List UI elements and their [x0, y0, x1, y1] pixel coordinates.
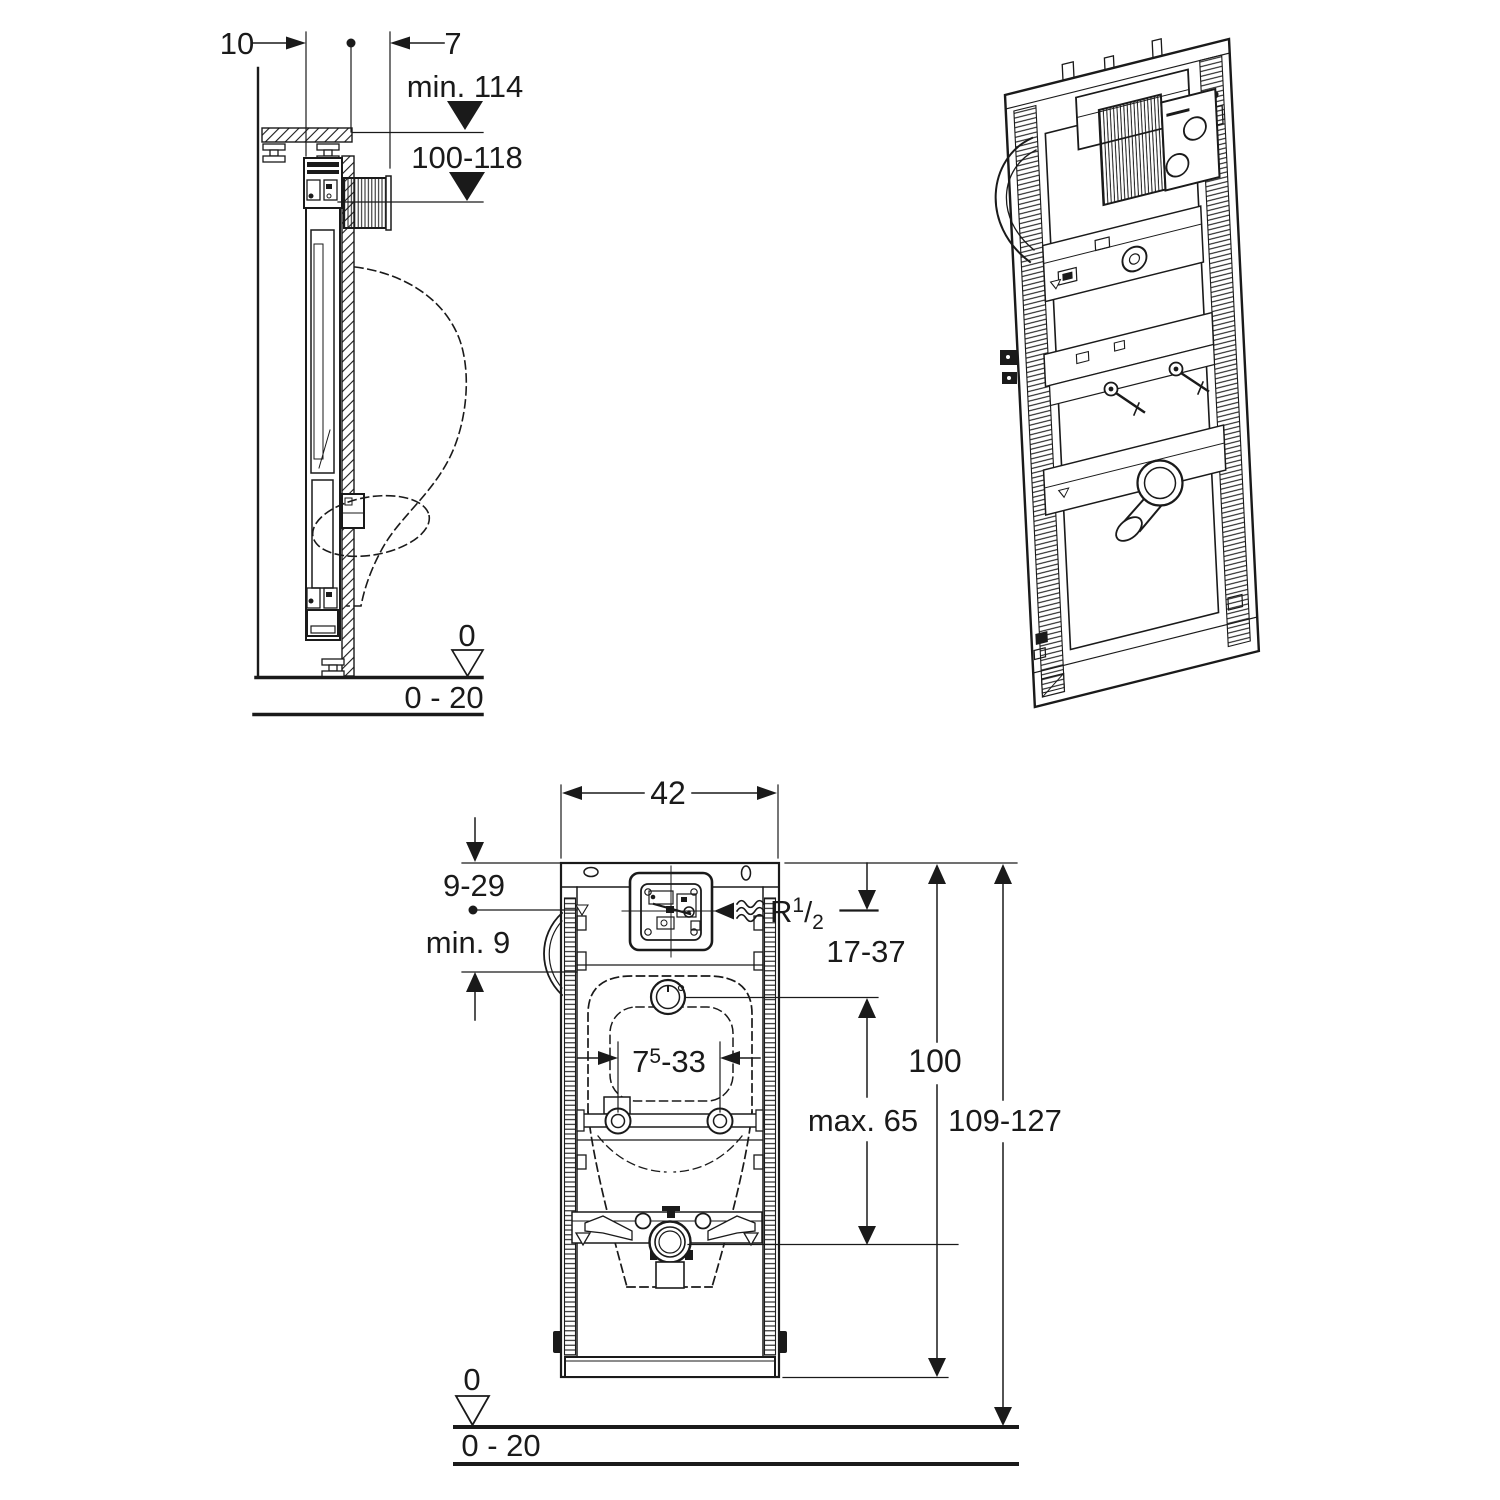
fixing-span-superscript: 5	[649, 1045, 661, 1068]
side-dimensions: 10 7 min. 114 100-118 0 0 - 20	[220, 26, 524, 715]
supply-conduit-arc	[543, 911, 564, 997]
outlet-assembly	[571, 1206, 763, 1289]
floor-zero-label: 0	[458, 618, 475, 653]
dim-outlet-max-label: max. 65	[808, 1103, 918, 1138]
supply-thread-label: R1/2	[770, 894, 824, 934]
dim-total-height-label: 109-127	[948, 1103, 1062, 1138]
floor-lines-side	[252, 675, 484, 717]
floor-tolerance-label: 0 - 20	[461, 1428, 540, 1463]
fixing-span-base: 7	[632, 1044, 649, 1079]
outlet-crossrail	[1042, 424, 1227, 516]
flush-pipe-section	[343, 175, 392, 231]
isometric-view	[994, 37, 1261, 709]
stud-crossrail	[1043, 311, 1216, 407]
supply-annotation: R1/2	[714, 894, 879, 934]
wall-section	[256, 66, 355, 679]
dim-pipe-protrusion-label: 7	[444, 26, 461, 61]
wavy-break-symbol	[735, 899, 766, 909]
level-arrow	[449, 172, 485, 201]
fixing-span-rest: -33	[661, 1044, 706, 1079]
front-dimensions: 42 9-29 min. 9 75-33 17-37	[426, 775, 1062, 1426]
dim-top-to-supply-label: 9-29	[443, 868, 505, 903]
supply-connector	[649, 978, 879, 1016]
floor-level-marker	[454, 1395, 491, 1427]
upper-crossrail	[1041, 205, 1205, 303]
dim-frame-height-label: 100	[908, 1043, 961, 1079]
iso-frame	[1003, 37, 1261, 709]
left-post-clips	[1000, 350, 1018, 384]
thread-slash: /	[804, 897, 813, 929]
dim-supply-min-label: min. 9	[426, 925, 510, 960]
dim-flush-pipe-height-label: 100-118	[411, 140, 522, 175]
dim-wall-offset-label: 10	[220, 26, 254, 61]
mounting-rail	[576, 1096, 764, 1141]
thread-prefix: R	[770, 894, 792, 929]
thread-numerator: 1	[792, 894, 804, 917]
dim-width-label: 42	[650, 775, 686, 811]
arrowhead-left	[390, 36, 410, 50]
arrowhead-left	[714, 902, 734, 920]
frame-section	[303, 157, 365, 641]
side-view: 10 7 min. 114 100-118 0 0 - 20	[220, 26, 524, 717]
dim-min-height-label: min. 114	[407, 69, 524, 104]
flush-valve-box	[1075, 68, 1221, 207]
arrowhead-right	[286, 36, 306, 50]
outlet-bend	[1115, 459, 1184, 542]
urinal-outline-side	[311, 266, 468, 607]
dim-top-to-ceramic-label: 17-37	[826, 934, 905, 969]
floor-level-marker	[450, 649, 485, 678]
front-view: R1/2	[426, 775, 1062, 1466]
level-arrow	[447, 101, 483, 130]
thread-denominator: 2	[812, 911, 824, 934]
floor-zero-label: 0	[463, 1362, 480, 1397]
inspection-dial	[1121, 245, 1148, 273]
conduit-arc	[994, 136, 1037, 264]
floor-tolerance-label: 0 - 20	[404, 680, 483, 715]
dim-dot	[346, 38, 356, 48]
flush-box	[621, 865, 721, 958]
floor-lines-front: 0 0 - 20	[453, 1362, 1019, 1466]
dim-fixing-span-label: 75-33	[632, 1044, 706, 1079]
pipe-clamp	[341, 493, 365, 529]
mounting-rods	[1103, 361, 1210, 417]
